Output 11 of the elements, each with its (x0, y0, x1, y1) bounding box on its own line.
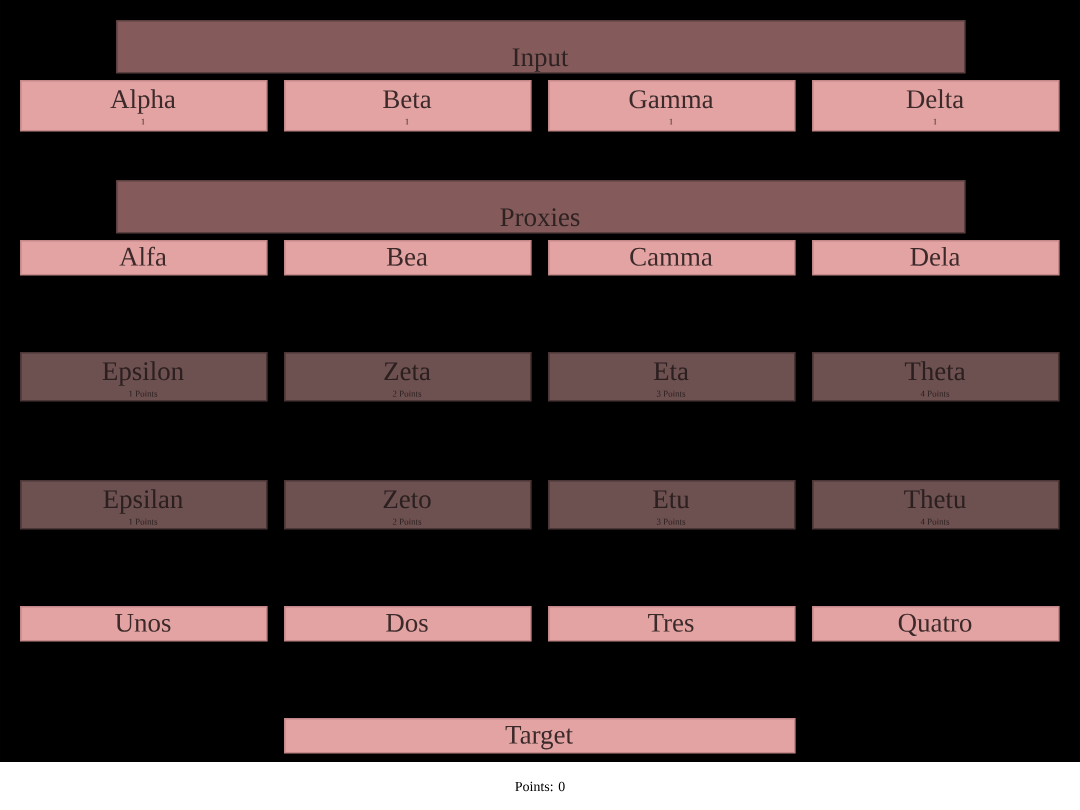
name-box: Bea (284, 240, 532, 276)
name-box: Tres (548, 606, 796, 642)
name-box: Dos (284, 606, 532, 642)
name-box: Alfa (20, 240, 268, 276)
banner-bar: Proxies (116, 180, 966, 234)
banner-bar: Input (116, 20, 966, 74)
name-box: Camma (548, 240, 796, 276)
name-box: Quatro (812, 606, 1060, 642)
name-box: Dela (812, 240, 1060, 276)
name-box: Unos (20, 606, 268, 642)
name-box: Target (284, 718, 796, 754)
